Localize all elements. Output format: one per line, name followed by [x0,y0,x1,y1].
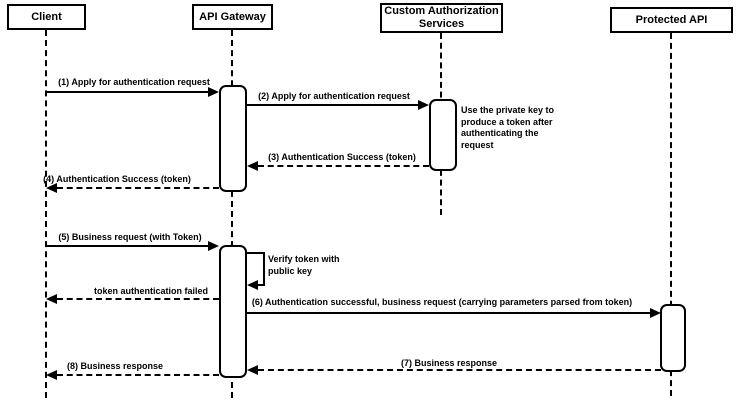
lifeline-client [45,30,47,398]
arrowhead-left-4 [46,183,57,193]
message-label-4: (4) Authentication Success (token) [43,174,191,184]
actor-label-protected-api: Protected API [635,13,708,26]
message-label-3: (3) Authentication Success (token) [268,152,416,162]
message-line-2 [247,104,418,106]
arrowhead-right-5 [208,241,219,251]
actor-box-api-gateway: API Gateway [192,4,273,30]
note-private-key: Use the private key to produce a token a… [461,105,555,150]
message-label-8: (8) Business response [66,361,164,371]
arrowhead-left-7 [247,365,258,375]
message-line-token-failed [57,298,219,300]
self-message-top-segment [247,252,265,254]
message-label-2: (2) Apply for authentication request [258,91,410,101]
message-label-6: (6) Authentication successful, business … [251,297,633,307]
arrowhead-left-8 [46,370,57,380]
actor-label-client: Client [31,10,62,23]
arrowhead-left-3 [247,161,258,171]
activation-api-gateway-1 [219,85,247,192]
message-label-5: (5) Business request (with Token) [58,232,202,242]
actor-box-protected-api: Protected API [610,7,733,33]
self-message-vertical-segment [263,252,265,285]
actor-box-custom-authorization-services: Custom Authorization Services [380,3,503,33]
activation-custom-authorization-services [429,99,457,171]
self-message-bottom-segment [258,284,265,286]
activation-protected-api [660,304,686,372]
message-line-1 [46,91,208,93]
actor-label-custom-authorization-services: Custom Authorization Services [384,5,499,30]
message-line-8 [57,374,219,376]
actor-label-api-gateway: API Gateway [199,10,266,23]
message-line-5 [46,245,208,247]
message-line-3 [258,165,429,167]
lifeline-api-gateway [231,30,233,398]
self-message-label-verify-token: Verify token with public key [268,254,340,276]
arrowhead-right-2 [418,100,429,110]
activation-api-gateway-2 [219,245,247,378]
arrowhead-right-6 [650,308,661,318]
message-line-6 [247,312,650,314]
arrowhead-left-self-message [247,280,258,290]
arrowhead-right-1 [208,87,219,97]
lifeline-protected-api [670,33,672,396]
message-label-7: (7) Business response [400,358,498,368]
actor-box-client: Client [7,4,86,30]
arrowhead-left-token-failed [46,294,57,304]
message-label-token-failed: token authentication failed [93,286,209,296]
message-line-4 [57,187,219,189]
message-line-7 [258,369,661,371]
message-label-1: (1) Apply for authentication request [58,77,210,87]
